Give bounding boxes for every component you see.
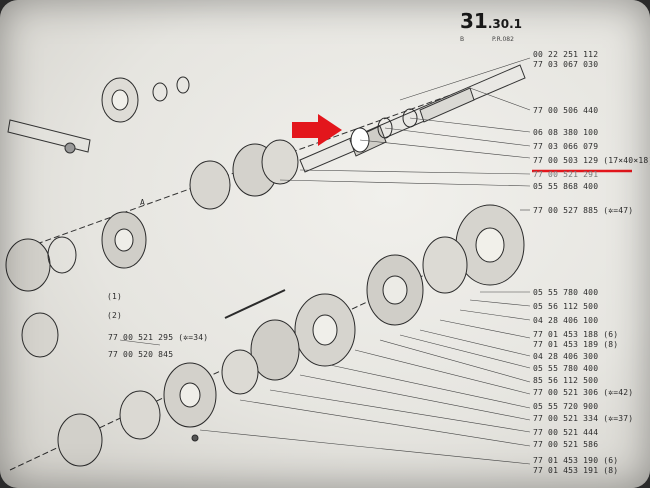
part-number: 05 55 868 400 <box>533 182 599 191</box>
part-number: 05 55 720 900 <box>533 402 599 411</box>
part-number-highlighted: 77 00 503 129 (17×40×18) <box>533 156 650 165</box>
part-number: 05 55 780 400 <box>533 364 599 373</box>
part-number: 77 01 453 191 (8) <box>533 466 619 475</box>
part-number: 04 28 406 300 <box>533 352 599 361</box>
part-number: 77 01 453 190 (6) <box>533 456 619 465</box>
page-number: 31.30.1 <box>460 9 523 33</box>
part-number: 77 00 521 444 <box>533 428 599 437</box>
callout-label: (1) <box>107 292 123 301</box>
part-number: 77 01 453 189 (8) <box>533 340 619 349</box>
part-number: 77 00 521 334 (✲=37) <box>533 414 634 423</box>
part-number: 85 56 112 500 <box>533 376 599 385</box>
part-number: 77 01 453 188 (6) <box>533 330 619 339</box>
part-number: 00 22 251 112 <box>533 50 599 59</box>
page-sub-right: P.R.082 <box>492 36 514 43</box>
part-number: 77 03 067 030 <box>533 60 599 69</box>
page-sub-left: B <box>460 36 465 43</box>
part-number: 77 00 520 845 <box>108 350 174 359</box>
part-number: 77 00 521 586 <box>533 440 599 449</box>
part-number: 06 08 380 100 <box>533 128 599 137</box>
part-number: 77 00 506 440 <box>533 106 599 115</box>
leader-lines <box>119 57 531 465</box>
upper-gear-cluster <box>5 76 418 292</box>
part-number: 05 55 780 400 <box>533 288 599 297</box>
part-number: 77 00 521 295 (✲=34) <box>108 333 209 342</box>
callout-label: A <box>140 198 146 207</box>
part-number: 05 56 112 500 <box>533 302 599 311</box>
callout-label: (2) <box>107 311 123 320</box>
part-number: 77 00 527 885 (✲=47) <box>533 206 634 215</box>
lower-gear-cluster <box>9 204 525 471</box>
left-shaft <box>7 119 91 154</box>
part-number: 04 28 406 100 <box>533 316 599 325</box>
part-number: 77 00 521 291 <box>533 170 599 179</box>
part-number: 77 03 066 079 <box>533 142 599 151</box>
highlight-arrow <box>292 114 342 146</box>
part-number: 77 00 521 306 (✲=42) <box>533 388 634 397</box>
